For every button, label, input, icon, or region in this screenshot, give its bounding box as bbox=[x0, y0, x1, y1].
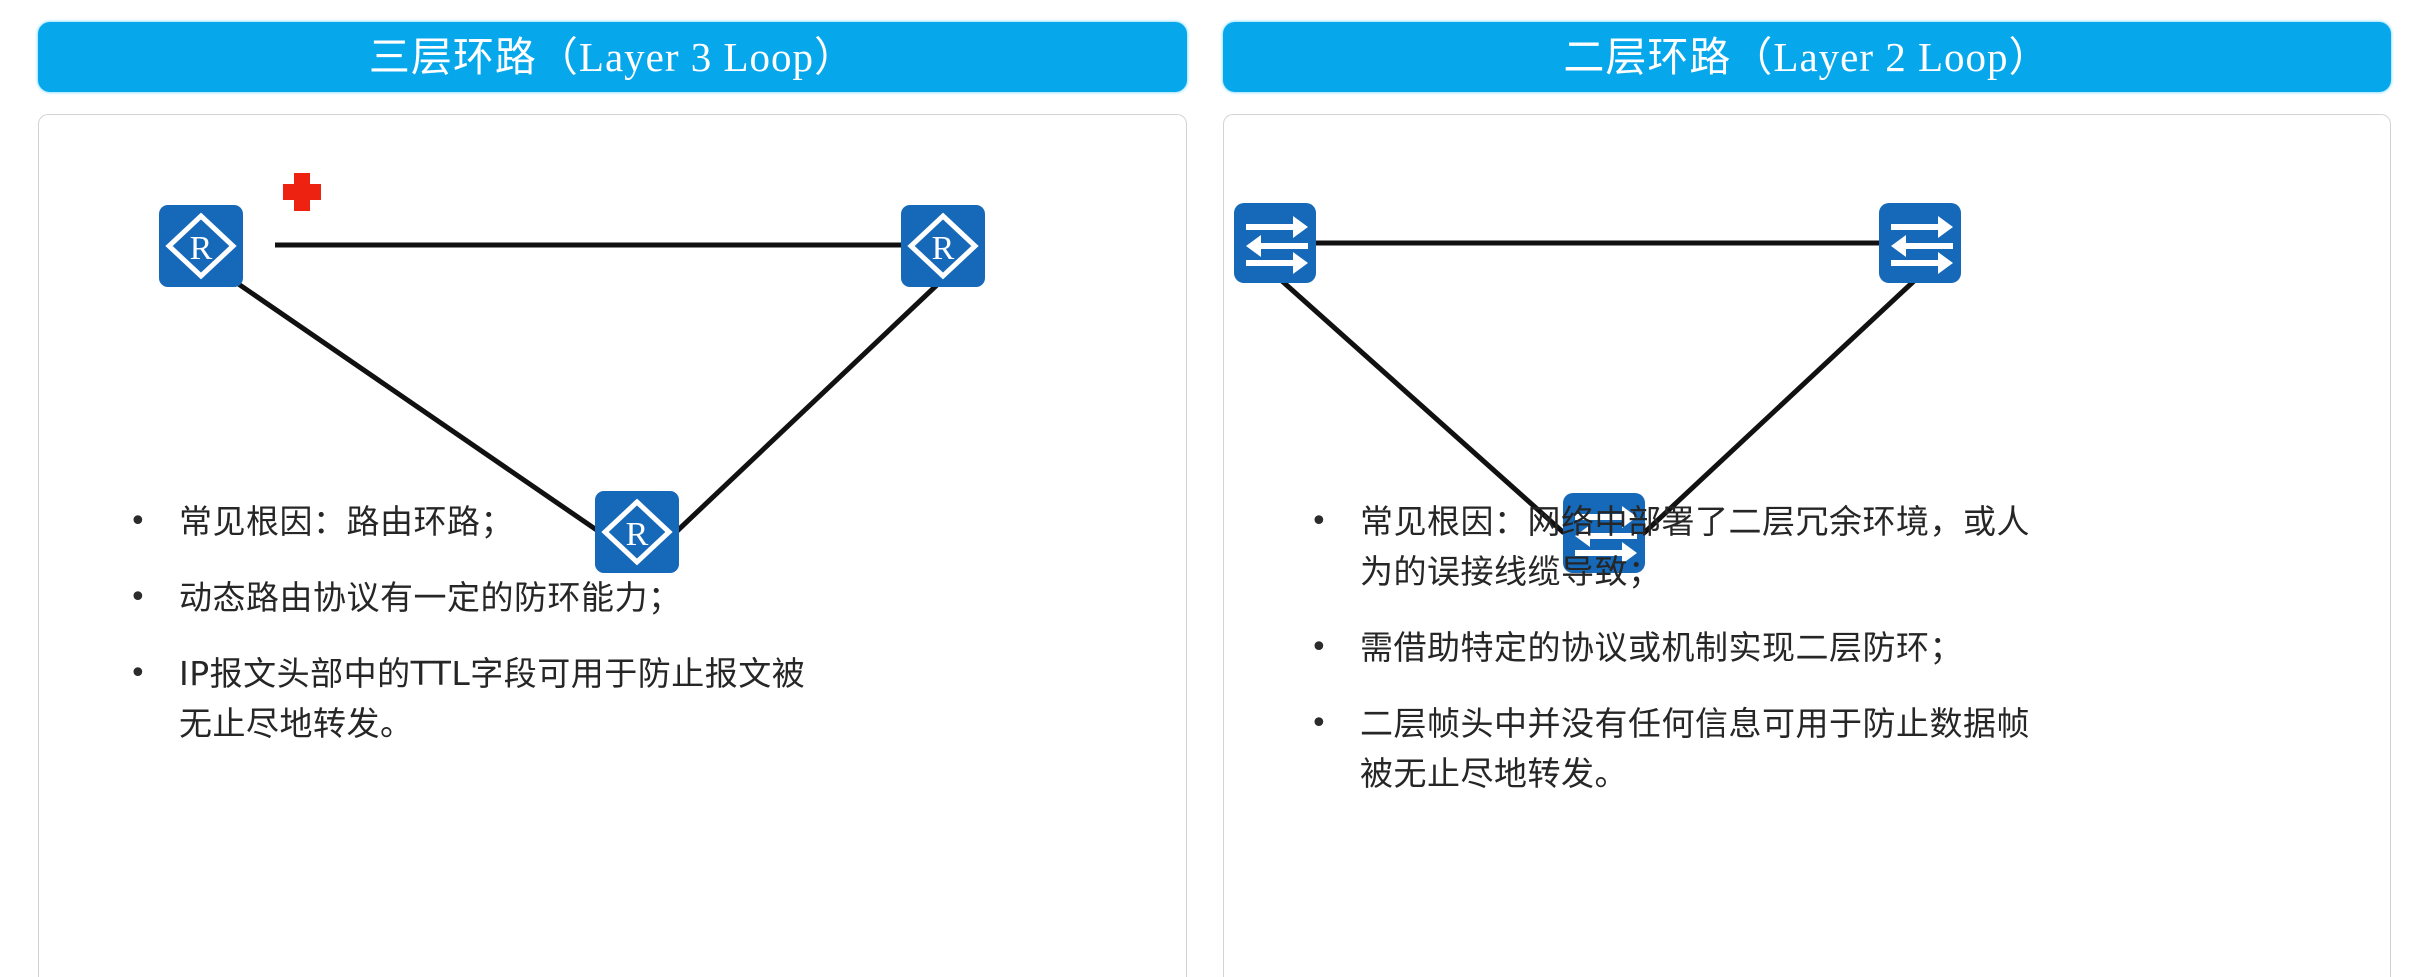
bullet-text: IP报文头部中的TTL字段可用于防止报文被无止尽地转发。 bbox=[179, 654, 806, 743]
router-icon-left: R bbox=[159, 205, 243, 287]
link-left-bottom bbox=[235, 280, 603, 536]
switch-icon-right bbox=[1879, 203, 1961, 283]
bullet-marker: • bbox=[1310, 504, 1328, 539]
bullet-text: 常见根因：网络中部署了二层冗余环境，或人为的误接线缆导致； bbox=[1360, 502, 2030, 591]
router-icon-right: R bbox=[901, 205, 985, 287]
panel-body-layer3: R R R bbox=[38, 114, 1187, 977]
bullet-marker: • bbox=[1310, 630, 1328, 665]
panel-layer2-loop: 二层环路（Layer 2 Loop） bbox=[1205, 0, 2429, 977]
bullet-text: 动态路由协议有一定的防环能力； bbox=[179, 578, 682, 617]
list-item: • 动态路由协议有一定的防环能力； bbox=[129, 573, 1186, 623]
bullet-marker: • bbox=[129, 580, 147, 615]
svg-text:R: R bbox=[932, 230, 955, 267]
bullet-text: 二层帧头中并没有任何信息可用于防止数据帧被无止尽地转发。 bbox=[1360, 704, 2030, 793]
bullet-marker: • bbox=[1310, 706, 1328, 741]
topology-links-layer3 bbox=[235, 242, 941, 536]
list-item: • 常见根因：网络中部署了二层冗余环境，或人为的误接线缆导致； bbox=[1310, 497, 2390, 597]
bullet-list-layer3: • 常见根因：路由环路； • 动态路由协议有一定的防环能力； • IP报文头部中… bbox=[39, 497, 1186, 775]
bullet-list-layer2: • 常见根因：网络中部署了二层冗余环境，或人为的误接线缆导致； • 需借助特定的… bbox=[1224, 497, 2390, 825]
list-item: • 二层帧头中并没有任何信息可用于防止数据帧被无止尽地转发。 bbox=[1310, 699, 2390, 799]
list-item: • 常见根因：路由环路； bbox=[129, 497, 1186, 547]
list-item: • 需借助特定的协议或机制实现二层防环； bbox=[1310, 623, 2390, 673]
switch-icon-left bbox=[1234, 203, 1316, 283]
link-left-bottom bbox=[1280, 279, 1566, 535]
svg-text:R: R bbox=[626, 516, 649, 553]
bullet-text: 常见根因：路由环路； bbox=[179, 502, 514, 541]
link-right-bottom bbox=[673, 281, 941, 535]
panel-layer3-loop: 三层环路（Layer 3 Loop） R bbox=[0, 0, 1205, 977]
panel-title-layer3: 三层环路（Layer 3 Loop） bbox=[368, 33, 857, 80]
red-cross-marker bbox=[283, 173, 321, 211]
bullet-marker: • bbox=[129, 656, 147, 691]
bullet-text: 需借助特定的协议或机制实现二层防环； bbox=[1360, 628, 1963, 667]
topology-links-layer2 bbox=[1280, 240, 1916, 535]
link-right-bottom bbox=[1642, 279, 1916, 535]
panel-body-layer2: • 常见根因：网络中部署了二层冗余环境，或人为的误接线缆导致； • 需借助特定的… bbox=[1223, 114, 2391, 977]
router-icon-bottom: R bbox=[595, 491, 679, 573]
list-item: • IP报文头部中的TTL字段可用于防止报文被无止尽地转发。 bbox=[129, 649, 1186, 749]
panel-title-layer2: 二层环路（Layer 2 Loop） bbox=[1563, 33, 2051, 80]
panel-header-layer3: 三层环路（Layer 3 Loop） bbox=[38, 22, 1187, 92]
panel-header-layer2: 二层环路（Layer 2 Loop） bbox=[1223, 22, 2391, 92]
bullet-marker: • bbox=[129, 504, 147, 539]
svg-text:R: R bbox=[190, 230, 213, 267]
topology-diagram-layer3: R R R bbox=[39, 115, 1186, 575]
topology-diagram-layer2 bbox=[1224, 115, 2390, 575]
